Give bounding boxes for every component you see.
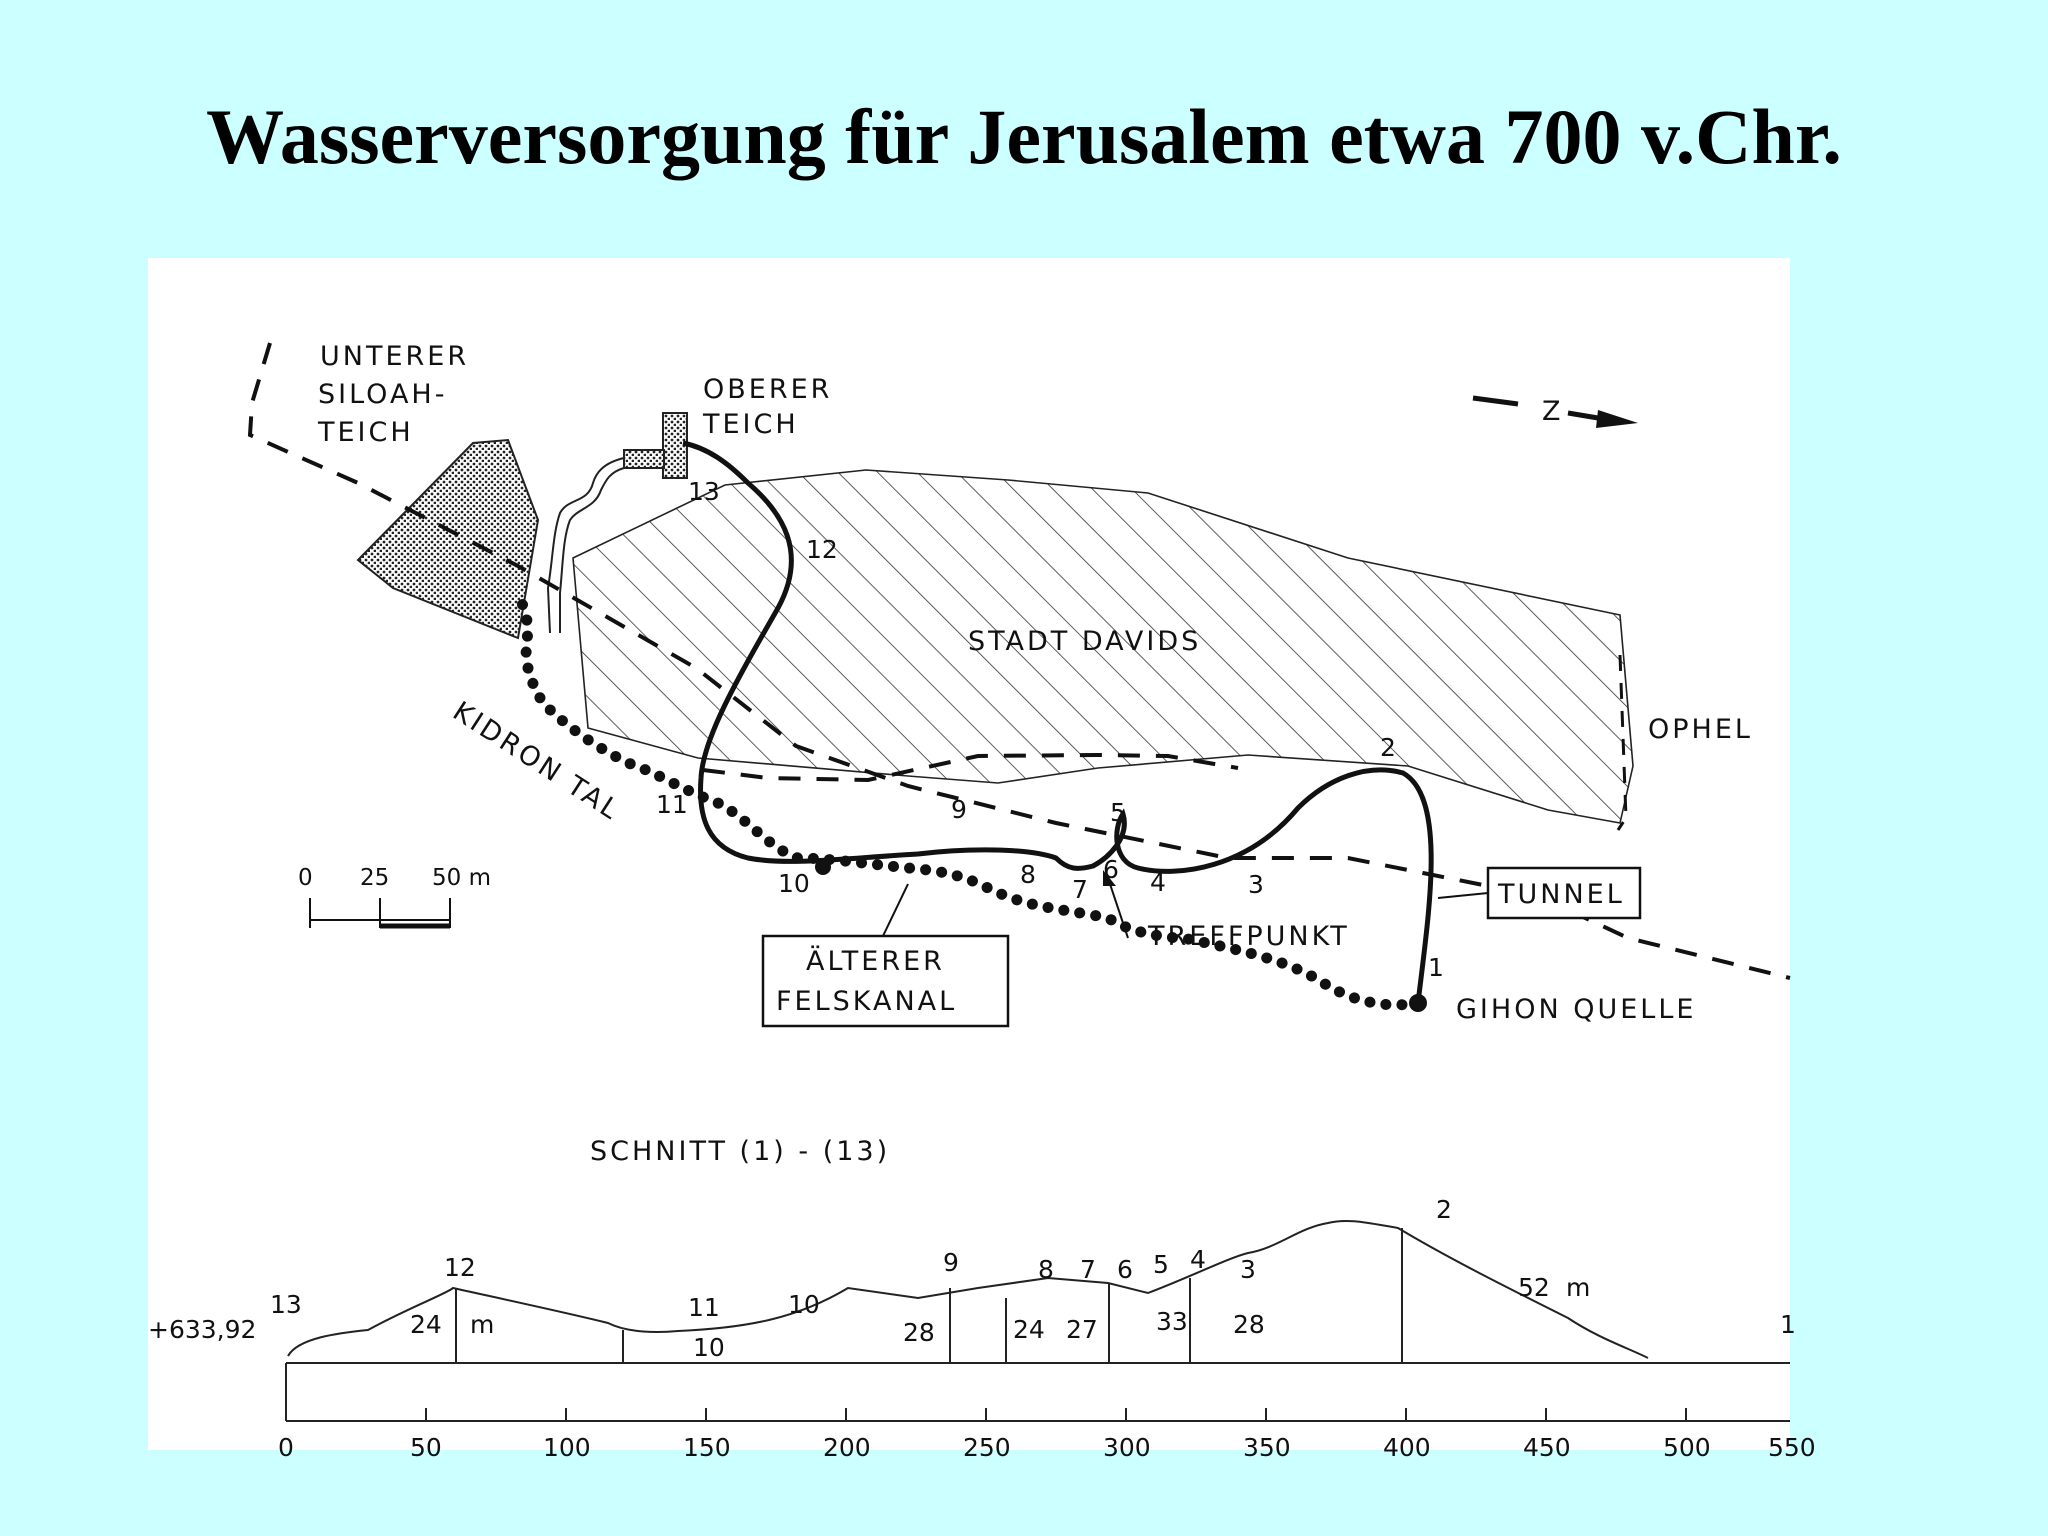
profile-station-6: 6 <box>1117 1255 1133 1284</box>
profile-station-10: 10 <box>788 1290 820 1319</box>
depth-8: 24 <box>1013 1315 1045 1344</box>
axis-250: 250 <box>963 1433 1011 1462</box>
profile-station-5: 5 <box>1153 1250 1169 1279</box>
station-9: 9 <box>951 795 967 824</box>
label-felskanal-1: ÄLTERER <box>806 945 945 977</box>
station-4: 4 <box>1150 868 1166 897</box>
station-10: 10 <box>778 869 810 898</box>
label-tunnel: TUNNEL <box>1497 879 1625 910</box>
upper-pool <box>662 412 688 479</box>
station-12: 12 <box>806 535 838 564</box>
label-oberer-2: TEICH <box>702 409 799 440</box>
profile-station-13: 13 <box>270 1290 302 1319</box>
station-6: 6 <box>1103 855 1119 884</box>
axis-0: 0 <box>278 1433 294 1462</box>
scale-0: 0 <box>298 865 313 891</box>
axis-300: 300 <box>1103 1433 1151 1462</box>
axis-500: 500 <box>1663 1433 1711 1462</box>
station-5: 5 <box>1110 798 1126 827</box>
north-arrow-label: Z <box>1542 396 1564 427</box>
scale-50: 50 m <box>432 865 491 891</box>
axis-450: 450 <box>1523 1433 1571 1462</box>
profile-station-4: 4 <box>1190 1245 1206 1274</box>
axis-350: 350 <box>1243 1433 1291 1462</box>
label-unterer-3: TEICH <box>317 417 414 448</box>
depth-4: 33 <box>1156 1307 1188 1336</box>
station-13: 13 <box>688 477 720 506</box>
depth-12: 24 <box>410 1310 442 1339</box>
elevation-label: +633,92 <box>148 1315 256 1344</box>
axis-550: 550 <box>1768 1433 1816 1462</box>
label-ophel: OPHEL <box>1648 714 1753 745</box>
station-7: 7 <box>1072 875 1088 904</box>
profile-station-8: 8 <box>1038 1255 1054 1284</box>
profile-station-7: 7 <box>1080 1255 1096 1284</box>
axis-100: 100 <box>543 1433 591 1462</box>
axis-200: 200 <box>823 1433 871 1462</box>
station-11: 11 <box>656 790 688 819</box>
station-2: 2 <box>1380 733 1396 762</box>
label-oberer-1: OBERER <box>703 374 832 405</box>
profile-station-2: 2 <box>1436 1195 1452 1224</box>
depth-10: 28 <box>903 1318 935 1347</box>
profile-station-12: 12 <box>444 1253 476 1282</box>
map-figure: Z UNTERER SILOAH- TEICH OBERER TEICH STA… <box>148 258 1816 1462</box>
profile-station-9: 9 <box>943 1248 959 1277</box>
scale-25: 25 <box>360 865 389 891</box>
label-unterer-1: UNTERER <box>320 341 469 372</box>
axis-400: 400 <box>1383 1433 1431 1462</box>
label-felskanal-2: FELSKANAL <box>776 986 957 1017</box>
station-8: 8 <box>1020 860 1036 889</box>
page-title: Wasserversorgung für Jerusalem etwa 700 … <box>206 93 1842 180</box>
profile-station-11: 11 <box>688 1293 720 1322</box>
depth-2-unit: m <box>1566 1273 1590 1302</box>
depth-3: 28 <box>1233 1310 1265 1339</box>
hezekiah-tunnel <box>682 440 1434 1004</box>
map-drawing: Z UNTERER SILOAH- TEICH OBERER TEICH STA… <box>148 341 1816 1462</box>
profile-station-3: 3 <box>1240 1255 1256 1284</box>
axis-150: 150 <box>683 1433 731 1462</box>
station-1: 1 <box>1428 953 1444 982</box>
axis-50: 50 <box>410 1433 442 1462</box>
depth-2: 52 <box>1518 1273 1550 1302</box>
label-gihon-quelle: GIHON QUELLE <box>1456 994 1696 1025</box>
label-treffpunkt: TREFFPUNKT <box>1147 921 1350 952</box>
older-rock-channel <box>512 590 1424 1011</box>
scale-bar: 0 25 50 m <box>298 865 491 929</box>
station-3: 3 <box>1248 870 1264 899</box>
depth-11: 10 <box>693 1333 725 1362</box>
lower-siloam-pool <box>356 438 540 640</box>
section-title: SCHNITT (1) - (13) <box>590 1136 890 1167</box>
profile-station-1: 1 <box>1780 1310 1796 1339</box>
depth-12-unit: m <box>470 1310 494 1339</box>
depth-7: 27 <box>1066 1315 1098 1344</box>
north-arrow-icon: Z <box>1472 395 1638 428</box>
label-stadt-davids: STADT DAVIDS <box>968 626 1201 657</box>
label-unterer-2: SILOAH- <box>318 379 447 410</box>
section-profile <box>285 1219 1790 1422</box>
